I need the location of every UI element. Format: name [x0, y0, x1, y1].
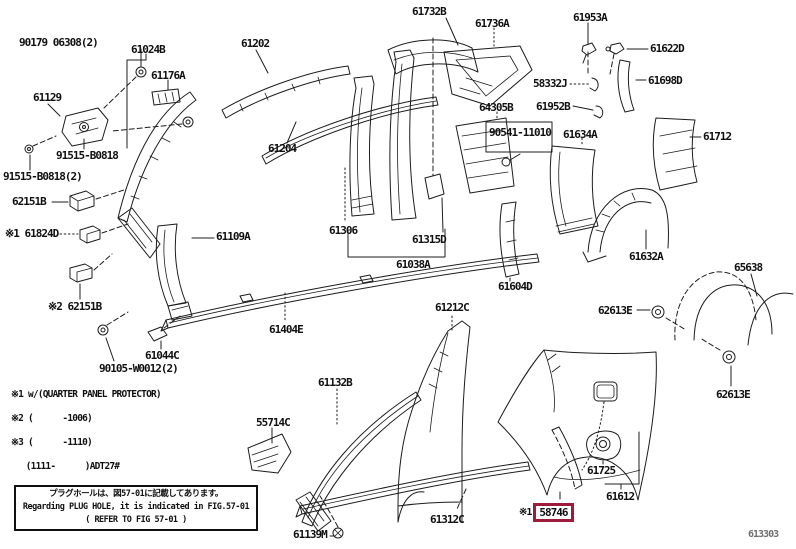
sketch-61952B — [572, 105, 604, 119]
sketch-61712 — [652, 117, 702, 191]
highlight-marker: ※1 — [519, 507, 532, 518]
sketch-62151B-box-2 — [69, 253, 113, 300]
part-label-61315D[interactable]: 61315D — [412, 233, 447, 246]
part-label-61044C[interactable]: 61044C — [145, 349, 180, 362]
part-label-62613E-a[interactable]: 62613E — [598, 304, 633, 317]
part-label-61622D[interactable]: 61622D — [650, 42, 685, 55]
sketch-55714C — [247, 427, 292, 474]
part-label-61712[interactable]: 61712 — [703, 130, 732, 143]
part-label-61024B[interactable]: 61024B — [131, 43, 166, 56]
footnote-line-4: (1111- )ADT27# — [11, 461, 120, 472]
sketch-61312C-rocker-inner — [295, 461, 531, 518]
part-label-61698D[interactable]: 61698D — [648, 74, 683, 87]
sketch-62151B-box — [51, 189, 125, 212]
part-label-61404E[interactable]: 61404E — [269, 323, 304, 336]
sketch-90179-bolt — [103, 48, 147, 109]
sketch-65638-liner — [674, 271, 794, 346]
sketch-61622D-clip — [605, 42, 649, 75]
footnote-line-3: ※3 ( -1110) — [11, 437, 93, 448]
part-label-61306[interactable]: 61306 — [329, 224, 358, 237]
part-label-61139M[interactable]: 61139M — [293, 528, 328, 541]
sketch-90105-bolt — [97, 311, 129, 362]
sketch-61315D — [424, 37, 445, 233]
sketch-62613E-grommets — [636, 305, 736, 387]
part-label-64305B[interactable]: 64305B — [479, 101, 514, 114]
sketch-58746-moulding — [551, 426, 583, 500]
sketch-61732B — [387, 17, 479, 75]
footnote-line-2: ※2 ( -1006) — [11, 413, 93, 424]
part-label-61824D[interactable]: ※1 61824D — [5, 227, 59, 240]
sketch-61698D — [617, 59, 647, 113]
plug-hole-note-box: プラグホールは、図57-01に記載してあります。 Regarding PLUG … — [14, 485, 258, 531]
sketch-61404E-rocker — [160, 253, 540, 332]
part-label-61604D[interactable]: 61604D — [498, 280, 533, 293]
sketch-61953A-clip — [581, 22, 597, 77]
part-label-61952B[interactable]: 61952B — [536, 100, 571, 113]
sketch-61736A — [443, 27, 533, 107]
part-label-61312C[interactable]: 61312C — [430, 513, 465, 526]
sketch-61212C-bodyside — [397, 315, 471, 523]
part-label-62613E-b[interactable]: 62613E — [716, 388, 751, 401]
plug-note-en: Regarding PLUG HOLE, it is indicated in … — [22, 502, 250, 512]
part-label-55714C[interactable]: 55714C — [256, 416, 291, 429]
figure-code: 613303 — [748, 529, 779, 540]
part-label-61109A[interactable]: 61109A — [216, 230, 251, 243]
part-label-65638[interactable]: 65638 — [734, 261, 763, 274]
part-label-61204[interactable]: 61204 — [268, 142, 297, 155]
part-label-61953A[interactable]: 61953A — [573, 11, 608, 24]
sketch-61024B — [126, 53, 181, 149]
footnote-line-1: ※1 w/(QUARTER PANEL PROTECTOR) — [11, 389, 162, 400]
sketch-center-pillars — [344, 49, 417, 223]
sketch-61604D — [499, 201, 520, 282]
sketch-61139M-bolt — [319, 495, 344, 539]
part-label-90105-W0012[interactable]: 90105-W0012(2) — [99, 362, 179, 375]
sketch-61824D-box — [59, 223, 129, 244]
part-label-61612[interactable]: 61612 — [606, 490, 635, 503]
sketch-61044C-clip — [147, 315, 181, 350]
footnote-legend: ※1 w/(QUARTER PANEL PROTECTOR) ※2 ( -100… — [11, 389, 162, 473]
part-label-61176A[interactable]: 61176A — [151, 69, 186, 82]
part-label-58332J[interactable]: 58332J — [533, 77, 568, 90]
sketch-61132B — [295, 388, 422, 532]
sketch-61725-fuel-lid — [586, 430, 622, 465]
sketch-61129-bracket — [24, 103, 194, 171]
part-label-61634A[interactable]: 61634A — [563, 128, 598, 141]
part-label-61129[interactable]: 61129 — [33, 91, 62, 104]
part-label-61038A[interactable]: 61038A — [396, 258, 431, 271]
part-label-90179-06308[interactable]: 90179 06308(2) — [19, 36, 99, 49]
part-label-91515-B0818[interactable]: 91515-B0818 — [56, 149, 119, 162]
sketch-a-pillar-upper — [117, 91, 197, 259]
part-label-61212C[interactable]: 61212C — [435, 301, 470, 314]
plug-note-jp: プラグホールは、図57-01に記載してあります。 — [49, 489, 223, 499]
part-label-58746-highlighted[interactable]: 58746 — [533, 503, 574, 522]
sketch-61038A-bracket — [347, 228, 446, 258]
sketch-58332J — [569, 77, 599, 92]
sketch-61204-rail — [261, 96, 439, 165]
part-label-61725[interactable]: 61725 — [587, 464, 616, 477]
sketch-quarter-panel — [497, 349, 657, 501]
sketch-61634A — [549, 137, 599, 235]
plug-note-ref: ( REFER TO FIG 57-01 ) — [85, 515, 187, 525]
part-label-91515-B0818-2[interactable]: 91515-B0818(2) — [3, 170, 83, 183]
part-label-61736A[interactable]: 61736A — [475, 17, 510, 30]
part-label-90541-11010[interactable]: 90541-11010 — [489, 126, 552, 139]
part-label-62151B-2[interactable]: ※2 62151B — [48, 300, 102, 313]
part-label-61202[interactable]: 61202 — [241, 37, 270, 50]
part-label-62151B[interactable]: 62151B — [12, 195, 47, 208]
highlighted-part-callout[interactable]: ※1 58746 — [519, 503, 574, 522]
sketch-61632A — [582, 188, 669, 263]
part-label-61732B[interactable]: 61732B — [412, 5, 447, 18]
part-label-61632A[interactable]: 61632A — [629, 250, 664, 263]
sketch-61109A — [155, 223, 215, 321]
sketch-61202-rail — [221, 49, 351, 119]
sketch-64305B — [455, 111, 553, 194]
sketch-61612-bracket — [604, 431, 640, 490]
part-label-61132B[interactable]: 61132B — [318, 376, 353, 389]
